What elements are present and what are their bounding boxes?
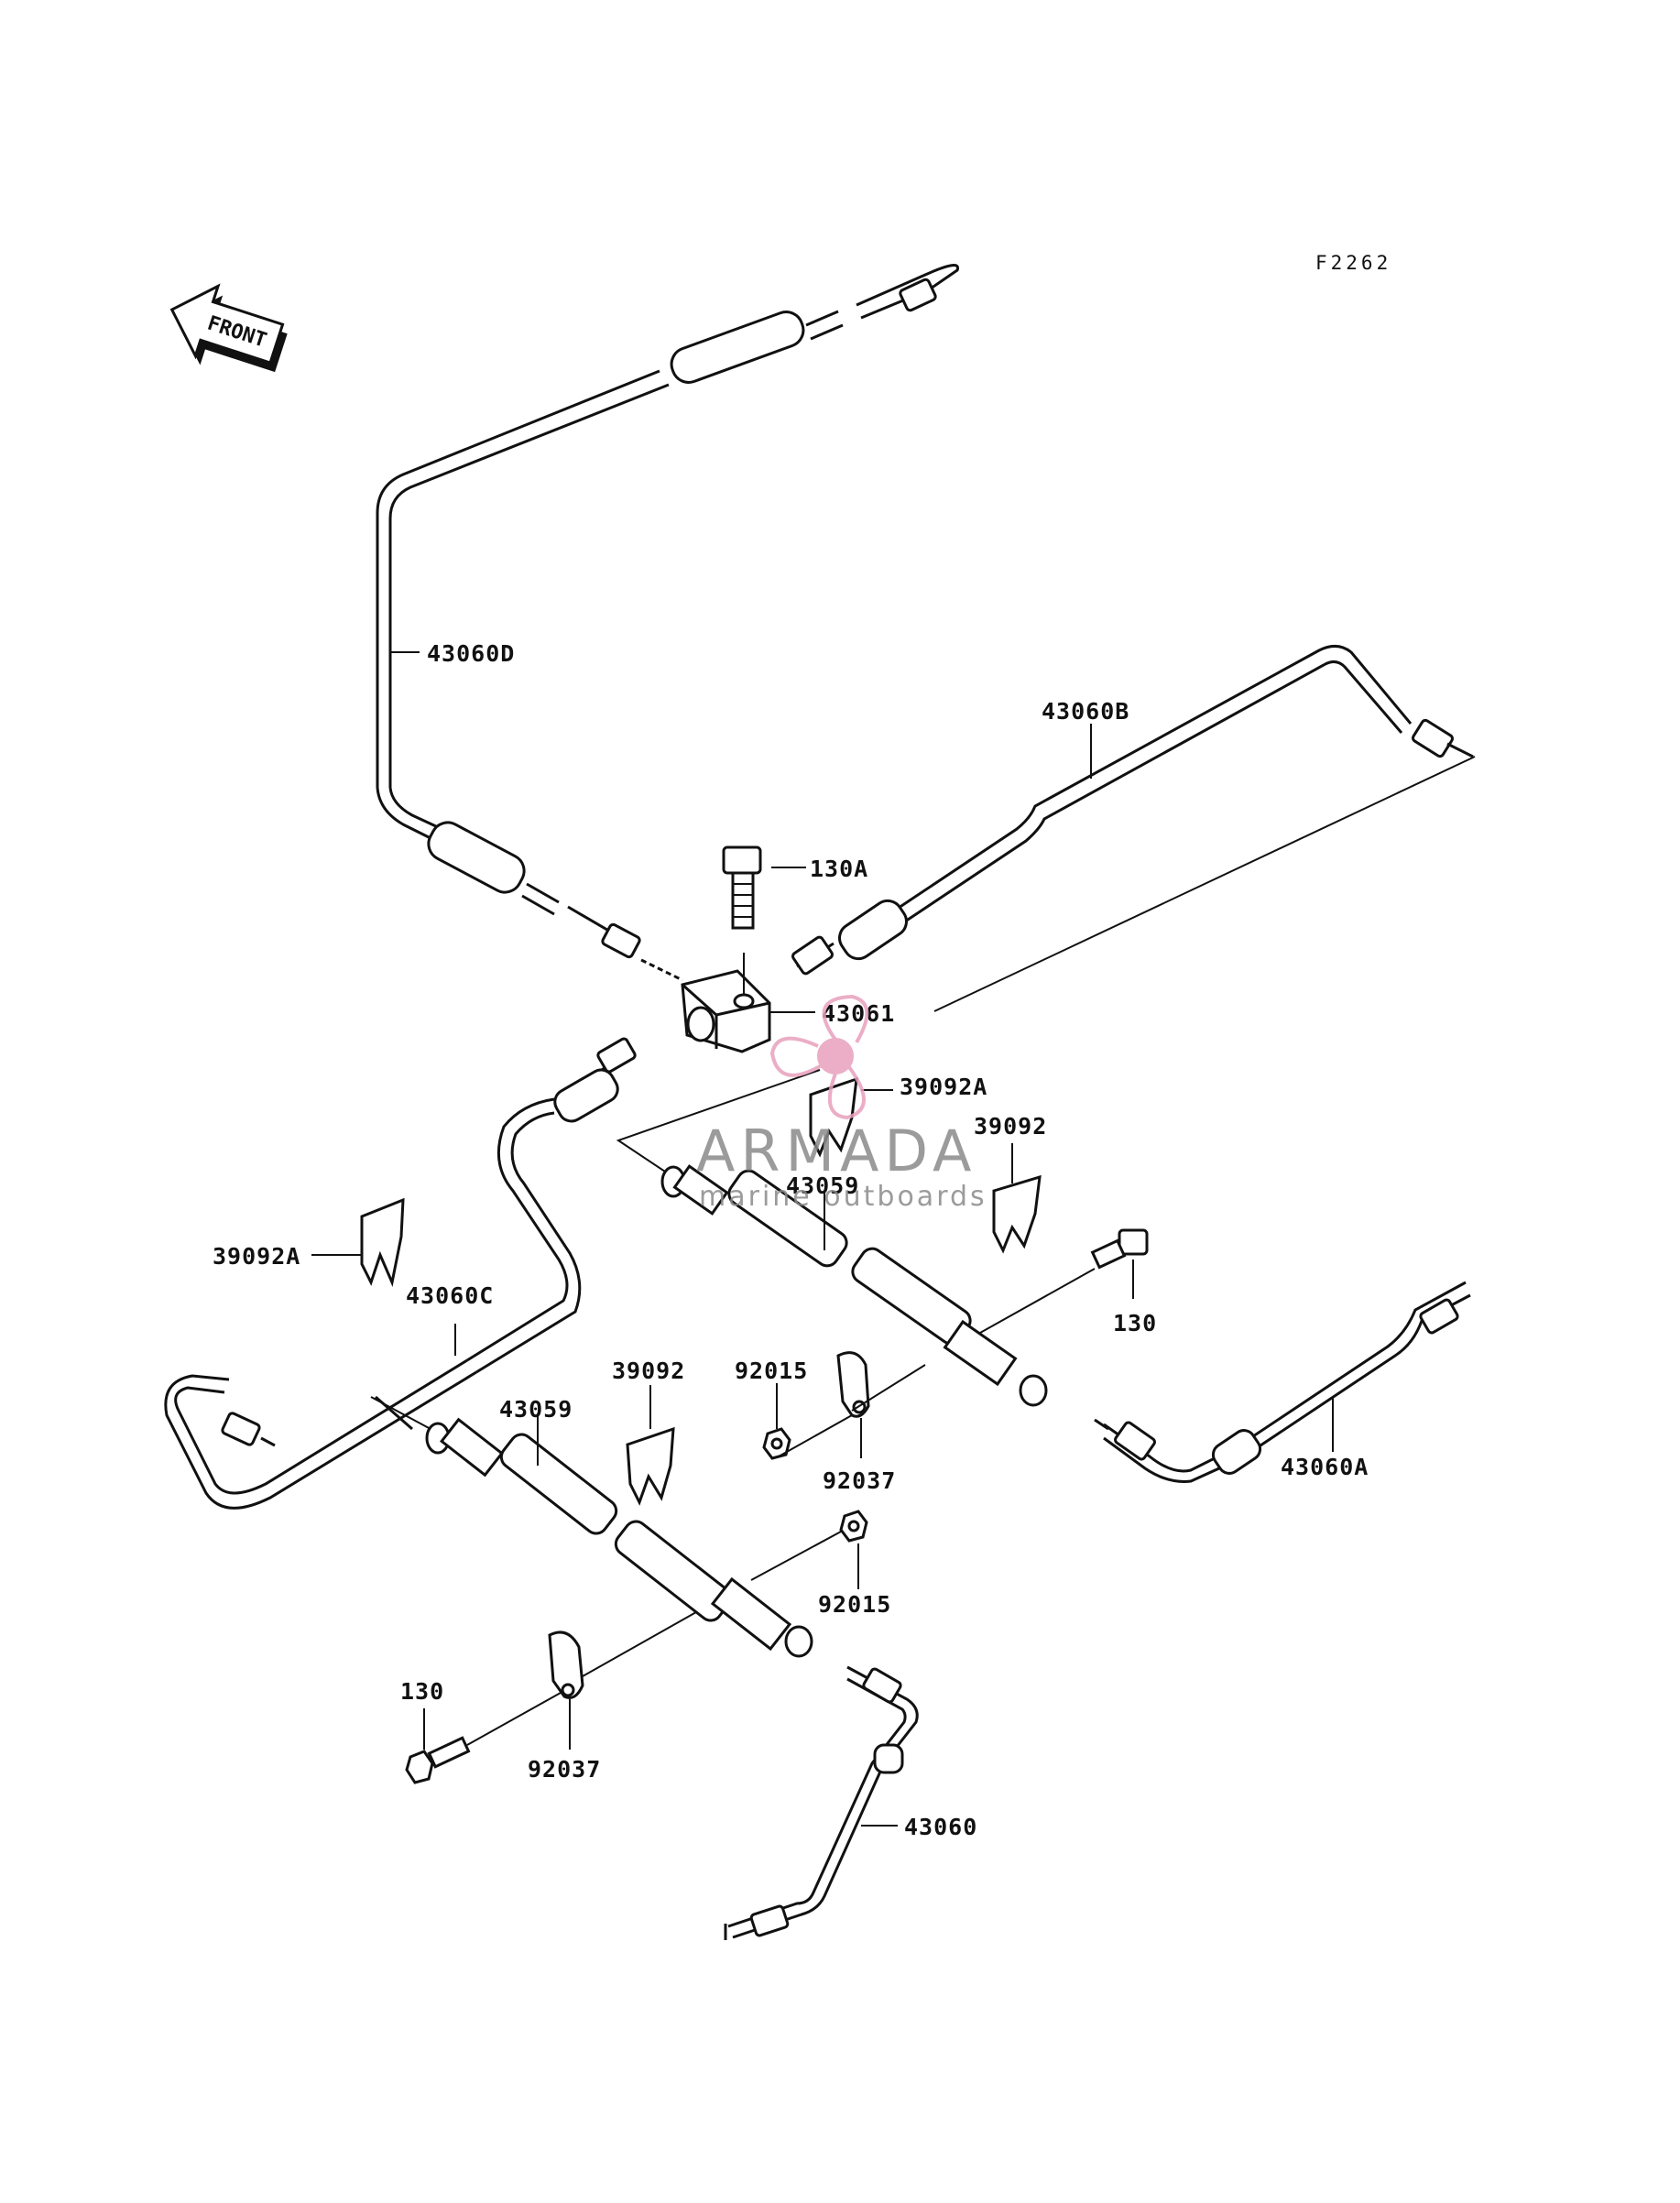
label-39092A-top: 39092A bbox=[900, 1074, 987, 1100]
brake-pipe-43060D bbox=[376, 264, 960, 982]
leader-line-92015-bottom bbox=[750, 1531, 842, 1581]
label-92015-top: 92015 bbox=[735, 1358, 808, 1384]
clip-39092A-left bbox=[360, 1197, 405, 1287]
label-130A: 130A bbox=[810, 856, 868, 882]
label-39092A-left: 39092A bbox=[213, 1243, 300, 1270]
label-92037-top: 92037 bbox=[823, 1467, 896, 1494]
leader-line-43059-top bbox=[616, 1069, 821, 1178]
joint-block-43061 bbox=[681, 953, 771, 1053]
label-43059-bottom: 43059 bbox=[499, 1396, 573, 1423]
label-39092-mid: 39092 bbox=[612, 1358, 685, 1384]
clip-39092-top bbox=[992, 1174, 1042, 1254]
nut-92015-top bbox=[762, 1427, 791, 1460]
clip-39092A-top bbox=[809, 1076, 858, 1158]
leader-line-43060B bbox=[933, 756, 1476, 1012]
brake-pipe-43060A bbox=[1094, 1281, 1471, 1483]
brake-hose-43059-upper bbox=[660, 1164, 1048, 1407]
diagram-code: F2262 bbox=[1315, 252, 1391, 274]
leader-line-43060C bbox=[370, 1396, 431, 1430]
label-130-left: 130 bbox=[400, 1678, 444, 1705]
bolt-130-right bbox=[1090, 1228, 1149, 1270]
label-130-right: 130 bbox=[1113, 1310, 1157, 1336]
watermark-title: ARMADA bbox=[696, 1118, 976, 1184]
label-43060D: 43060D bbox=[427, 640, 515, 667]
label-92015-bottom: 92015 bbox=[818, 1591, 891, 1618]
front-arrow-icon: FRONT bbox=[169, 283, 288, 373]
clamp-92037-bottom bbox=[548, 1630, 584, 1699]
nut-92015-bottom bbox=[839, 1510, 868, 1543]
leader-line-92037-bottom bbox=[466, 1611, 697, 1746]
brake-hose-43059-lower bbox=[425, 1417, 813, 1658]
label-43060A: 43060A bbox=[1281, 1454, 1369, 1480]
bolt-130A bbox=[722, 845, 762, 930]
clip-39092-mid bbox=[626, 1426, 675, 1506]
clamp-92037-top bbox=[836, 1351, 870, 1418]
leader-line-130-right bbox=[979, 1268, 1096, 1334]
propeller-logo-icon bbox=[769, 994, 869, 1120]
label-43059-top: 43059 bbox=[786, 1172, 859, 1199]
brake-pipe-43060 bbox=[724, 1665, 919, 1940]
part-labels: 43060D 43060B 130A 43061 39092A 39092 43… bbox=[213, 640, 1369, 1840]
label-leaders bbox=[311, 651, 1334, 1827]
label-43060: 43060 bbox=[904, 1814, 977, 1840]
brake-pipe-43060C bbox=[164, 1037, 637, 1510]
watermark-subtitle: marine outboards bbox=[699, 1181, 987, 1213]
brake-pipe-43060B bbox=[791, 645, 1474, 976]
label-39092-top: 39092 bbox=[974, 1113, 1047, 1140]
label-43061: 43061 bbox=[822, 1000, 895, 1027]
bolt-130-left bbox=[405, 1736, 471, 1784]
label-43060B: 43060B bbox=[1042, 698, 1129, 725]
label-92037-bottom: 92037 bbox=[528, 1756, 601, 1783]
label-43060C: 43060C bbox=[406, 1282, 494, 1309]
leader-line-92037-top bbox=[778, 1364, 926, 1457]
watermark: ARMADA marine outboards bbox=[696, 994, 987, 1213]
